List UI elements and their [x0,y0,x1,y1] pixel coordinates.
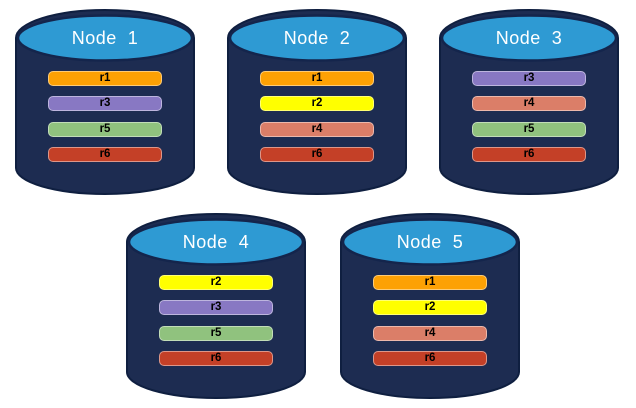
replica-bar: r6 [373,351,487,366]
replica-bar: r2 [260,96,374,111]
replica-bar: r6 [48,147,162,162]
replica-bar: r1 [373,275,487,290]
node-title: Node 5 [396,232,464,252]
replica-bar: r6 [159,351,273,366]
replica-bars: r1 r2 r4 r6 [222,8,412,196]
db-node: Node 5 r1 r2 r4 r6 [335,212,525,400]
node-title: Node 2 [283,28,351,48]
cylinder-top [440,14,618,62]
replica-bar: r4 [472,96,586,111]
replica-bar: r3 [472,71,586,86]
replica-bar: r5 [159,326,273,341]
replica-bars: r2 r3 r5 r6 [121,212,311,400]
replica-bar: r1 [48,71,162,86]
replica-bars: r3 r4 r5 r6 [434,8,624,196]
db-node: Node 2 r1 r2 r4 r6 [222,8,412,196]
replica-bar: r2 [373,300,487,315]
db-node: Node 4 r2 r3 r5 r6 [121,212,311,400]
node-title: Node 4 [182,232,250,252]
replica-bar: r2 [159,275,273,290]
replica-bars: r1 r2 r4 r6 [335,212,525,400]
replica-bar: r6 [260,147,374,162]
node-title: Node 3 [495,28,563,48]
cylinder-top [341,218,519,266]
replica-bar: r1 [260,71,374,86]
replica-bar: r3 [159,300,273,315]
replica-bar: r4 [373,326,487,341]
replica-bar: r5 [48,122,162,137]
cylinder-top [16,14,194,62]
replica-bar: r5 [472,122,586,137]
replica-bar: r4 [260,122,374,137]
replica-bar: r6 [472,147,586,162]
node-title: Node 1 [71,28,139,48]
replica-bar: r3 [48,96,162,111]
replica-bars: r1 r3 r5 r6 [10,8,200,196]
cylinder-top [228,14,406,62]
db-node: Node 3 r3 r4 r5 r6 [434,8,624,196]
cylinder-top [127,218,305,266]
db-node: Node 1 r1 r3 r5 r6 [10,8,200,196]
